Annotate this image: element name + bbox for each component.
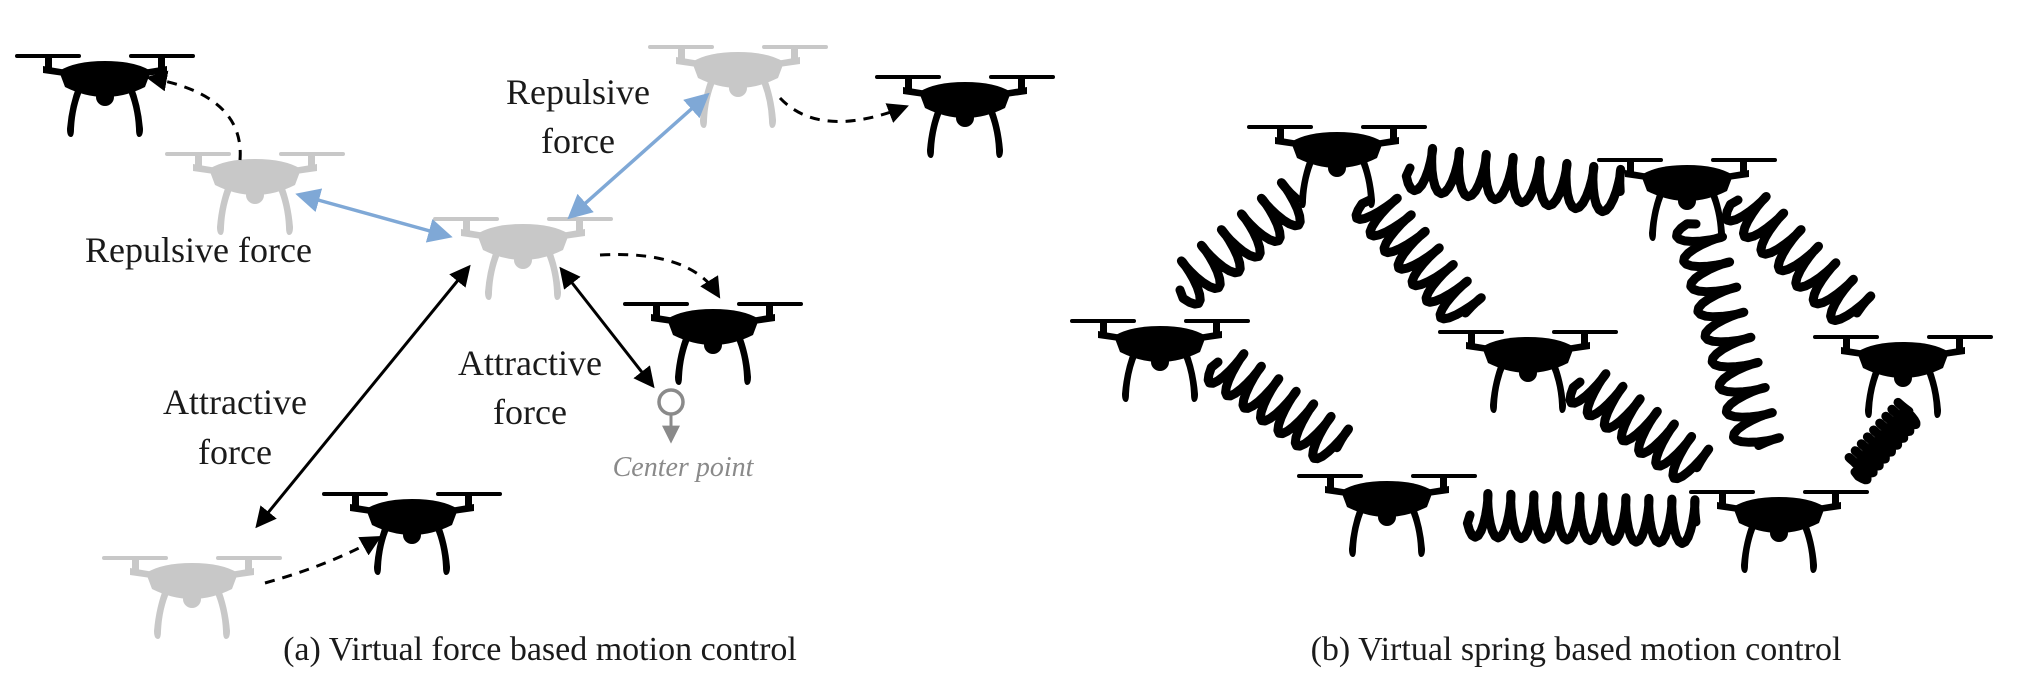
- spring-icon: [1721, 192, 1876, 325]
- drone-icon: [15, 54, 195, 137]
- attractive-force-arrows: [255, 264, 655, 529]
- spring-icon: [1203, 349, 1353, 464]
- repulsive-force-label: Repulsive: [506, 72, 650, 112]
- attractive-force-label: Attractive: [458, 343, 602, 383]
- repulsive-force-label: Repulsive force: [85, 230, 312, 270]
- spring-icon: [1844, 397, 1921, 485]
- drone-icon: [875, 75, 1055, 158]
- spring-icon: [1565, 369, 1714, 484]
- spring-icon: [1401, 143, 1626, 217]
- drone-icon: [1297, 474, 1477, 557]
- center-point-icon: [657, 388, 685, 444]
- attractive-force-label: force: [198, 432, 272, 472]
- repulsive-force-arrows: [295, 92, 710, 243]
- spring-group: [1175, 143, 1921, 548]
- center-point-label: Center point: [613, 452, 755, 483]
- drone-icon: [648, 45, 828, 128]
- drone-icon: [623, 302, 803, 385]
- panel-b-virtual-spring: (b) Virtual spring based motion control: [1070, 125, 1993, 668]
- drone-icon: [322, 492, 502, 575]
- attractive-force-label: force: [493, 392, 567, 432]
- panel-a-caption: (a) Virtual force based motion control: [283, 631, 797, 668]
- drone-icon: [102, 556, 282, 639]
- drone-icon: [165, 152, 345, 235]
- spring-icon: [1672, 219, 1784, 450]
- panel-a-virtual-force: Repulsive force Repulsive force Attracti…: [15, 45, 1055, 668]
- drone-icon: [433, 217, 613, 300]
- spring-icon: [1175, 178, 1305, 309]
- repulsive-force-label: force: [541, 121, 615, 161]
- motion-arrows: [145, 70, 909, 585]
- panel-b-caption: (b) Virtual spring based motion control: [1311, 631, 1842, 668]
- spring-icon: [1351, 193, 1486, 324]
- spring-icon: [1462, 489, 1701, 548]
- drone-icon: [1689, 490, 1869, 573]
- attractive-force-label: Attractive: [163, 382, 307, 422]
